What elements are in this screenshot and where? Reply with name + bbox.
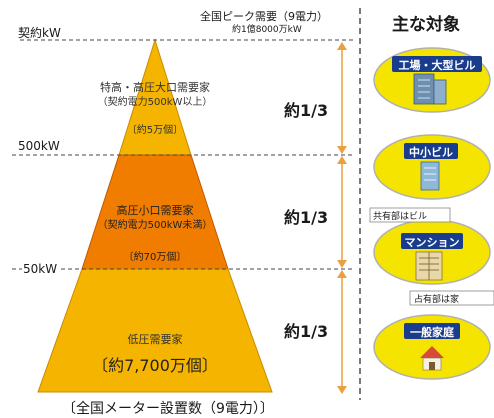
note-private-area: 占有部は家: [414, 295, 460, 305]
share-arrow-top: [337, 42, 347, 154]
tier1-name: 特高・高圧大口需要家: [100, 81, 210, 94]
tier2-name: 高圧小口需要家: [116, 204, 194, 217]
tier1-share: 約1/3: [284, 101, 329, 120]
note-private-area-box: [409, 290, 494, 306]
tier2-count: 〔約70万個〕: [123, 252, 187, 263]
badge-factory: [392, 56, 482, 72]
tier1-count: 〔約5万個〕: [126, 125, 184, 136]
tier2-share: 約1/3: [284, 208, 329, 227]
footer-caption: 〔全国メーター設置数（9電力）〕: [62, 401, 274, 417]
note-common-area-box: [369, 207, 451, 223]
peak-demand-value: 約1億8000万kW: [232, 25, 302, 35]
target-label-midsize-building: 中小ビル: [409, 146, 453, 159]
badge-apartment: [401, 233, 463, 249]
tier1-condition: （契約電力500kW以上）: [97, 97, 213, 108]
share-arrow-middle: [337, 156, 347, 268]
tier3-name: 低圧需要家: [127, 333, 183, 346]
level-50kw-label: 50kW: [22, 262, 59, 276]
tier3-share: 約1/3: [284, 322, 329, 341]
building-icon: [420, 161, 440, 191]
pyramid-bottom-tier: [37, 268, 273, 393]
share-arrow-bottom: [337, 270, 347, 394]
target-label-apartment: マンション: [404, 236, 460, 249]
tier3-count: 〔約7,700万個〕: [92, 356, 218, 375]
target-label-house: 一般家庭: [410, 326, 454, 339]
targets-title: 主な対象: [392, 15, 460, 35]
level-500kw-label: 500kW: [18, 139, 60, 153]
tier2-condition: （契約電力500kW未満）: [97, 220, 213, 231]
factory-icon: [413, 73, 447, 105]
apartment-icon: [415, 251, 443, 281]
target-label-factory: 工場・大型ビル: [398, 59, 476, 72]
badge-house: [404, 323, 460, 339]
house-icon: [420, 346, 444, 371]
peak-demand-title: 全国ピーク需要（9電力）: [200, 10, 328, 23]
note-common-area: 共有部はビル: [373, 212, 428, 222]
badge-midsize-building: [404, 143, 458, 159]
contract-kw-label: 契約kW: [18, 26, 61, 40]
